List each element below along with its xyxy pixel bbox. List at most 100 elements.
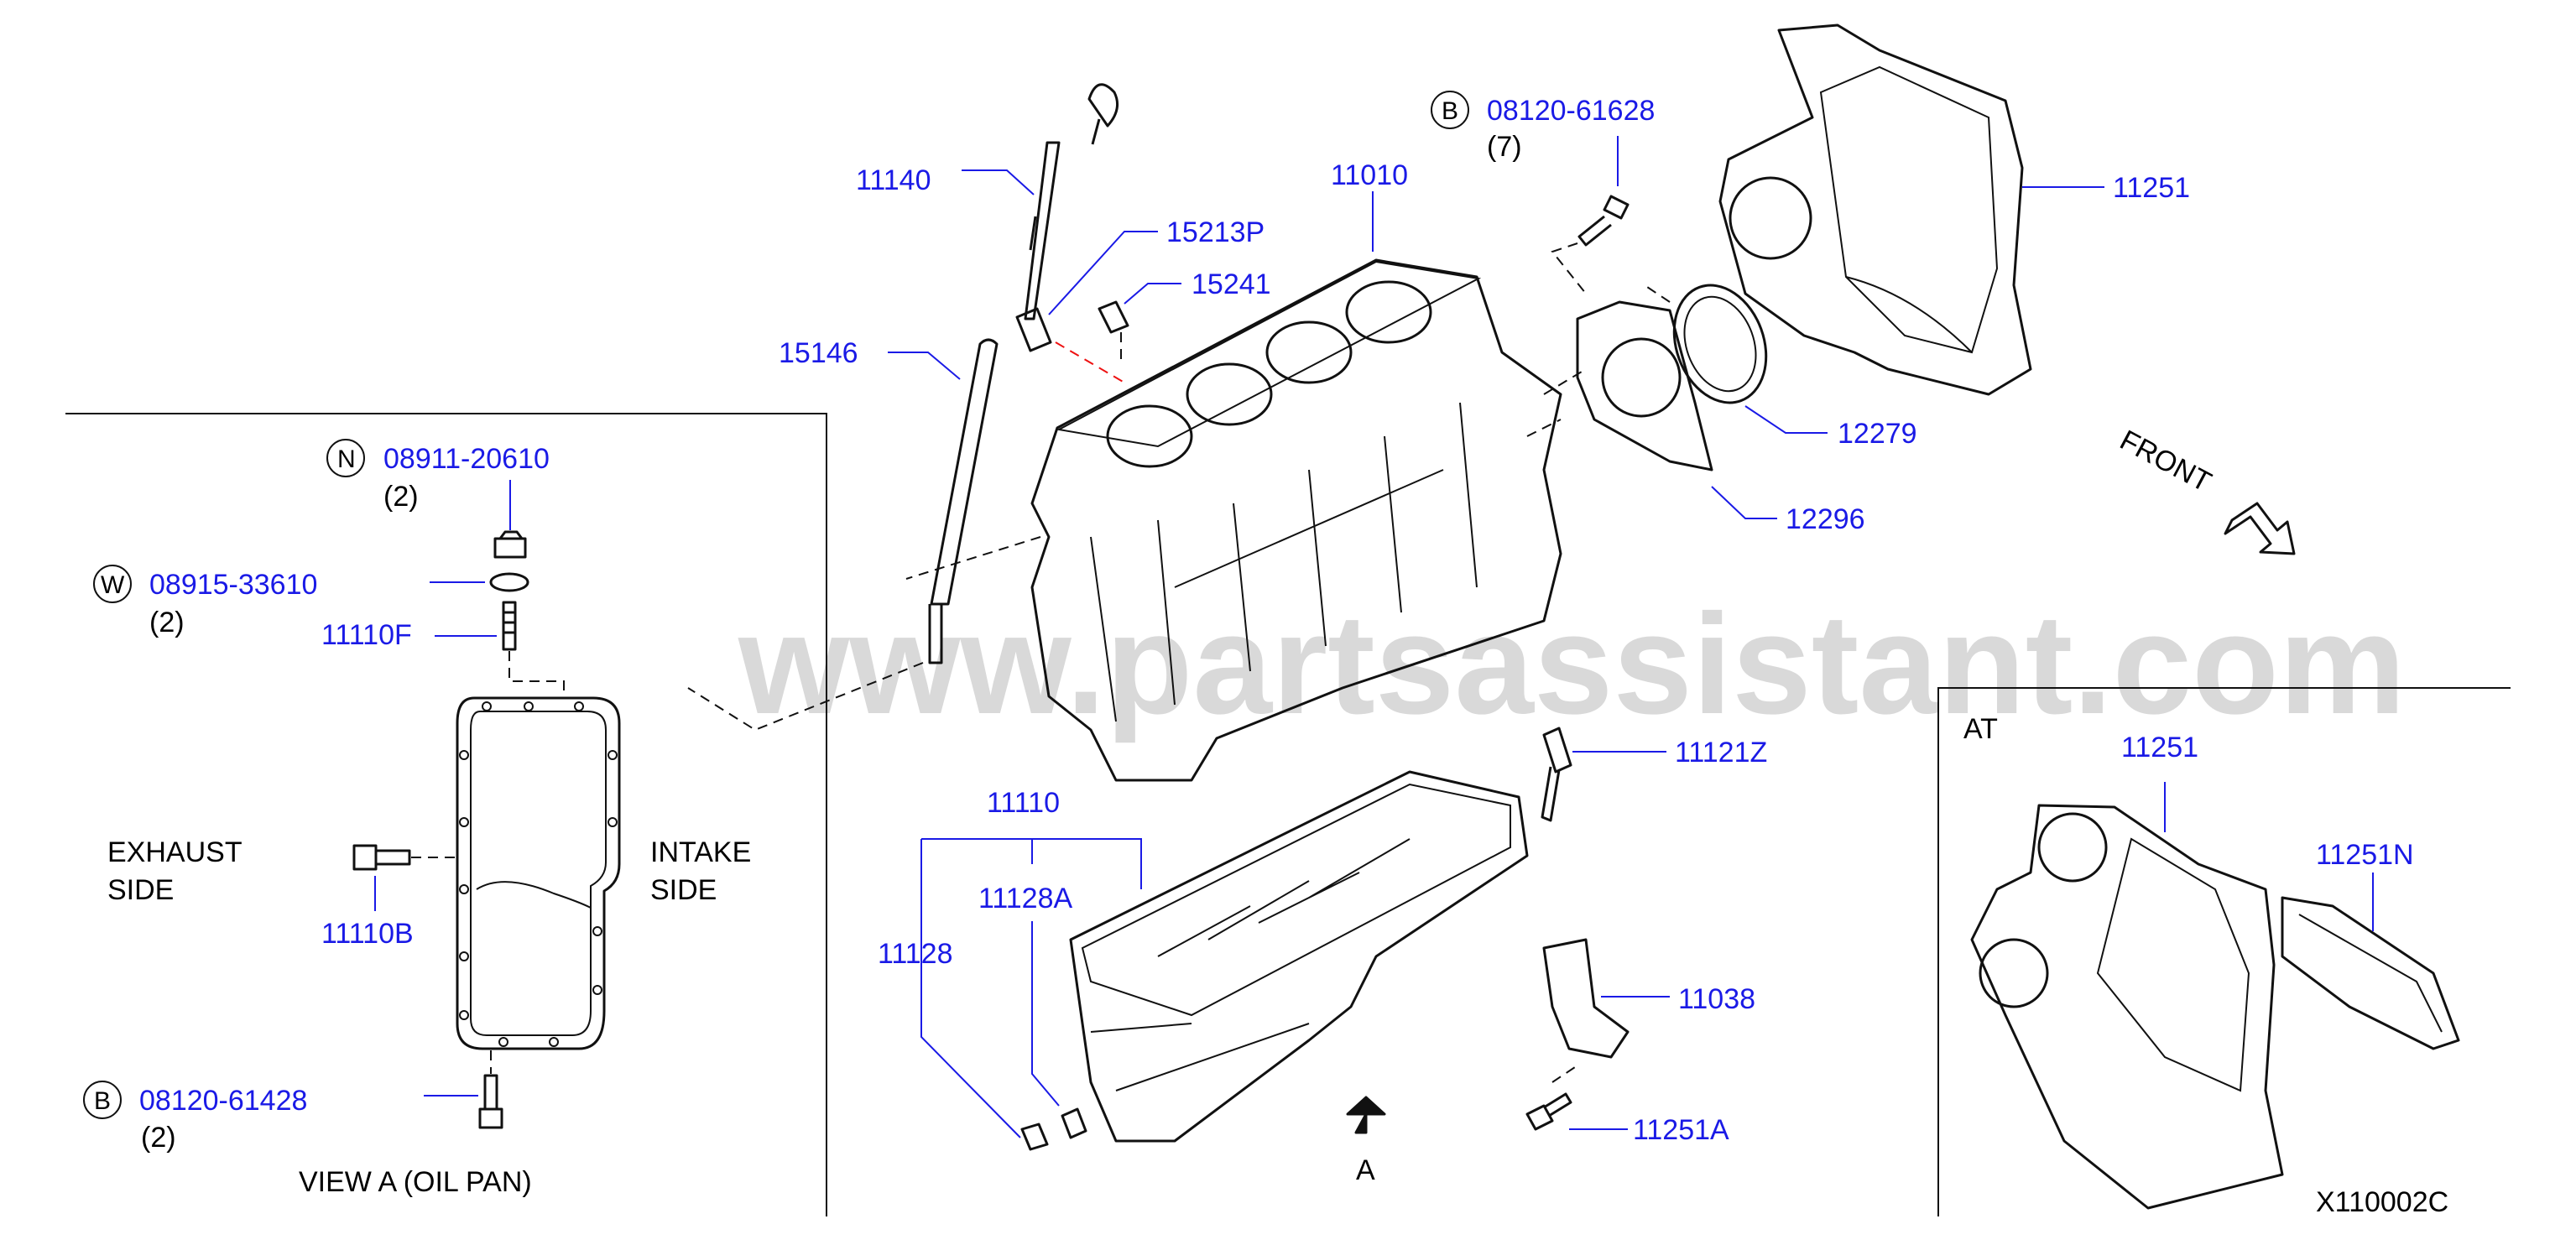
bolt-08120-61628 — [1577, 195, 1630, 247]
retainer-dash — [1543, 284, 1671, 395]
view-a-arrow-label: A — [1356, 1154, 1375, 1186]
leader-15241 — [1124, 283, 1181, 305]
rear-plate-inner — [1819, 65, 1999, 354]
label-15213P[interactable]: 15213P — [1166, 216, 1265, 248]
cylinder-block-deck — [1056, 260, 1482, 448]
label-11121Z[interactable]: 11121Z — [1675, 737, 1767, 768]
cylinder-block-outline — [1030, 258, 1562, 782]
oil-level-sensor-11121Z — [1541, 727, 1572, 822]
leader-11128A — [1031, 921, 1060, 1107]
bolt-11251A — [1525, 1092, 1572, 1131]
guide-tube — [928, 338, 999, 664]
label-at-11251N[interactable]: 11251N — [2316, 839, 2414, 871]
label-11110F[interactable]: 11110F — [321, 619, 412, 651]
label-08915-33610[interactable]: 08915-33610 — [149, 569, 317, 601]
oil-seal-inner — [1683, 295, 1757, 393]
bolt-top-dash — [1551, 242, 1587, 294]
leader-12279 — [1744, 405, 1828, 434]
label-15241[interactable]: 15241 — [1192, 268, 1271, 300]
tube-dash — [687, 662, 924, 732]
oil-pan-bolt-holes — [459, 701, 618, 1047]
n-symbol: N — [337, 445, 356, 473]
label-11128A[interactable]: 11128A — [978, 883, 1072, 914]
at-plate-hole-bottom — [1979, 938, 2049, 1008]
label-12279[interactable]: 12279 — [1838, 418, 1917, 450]
dipstick-rod — [1024, 141, 1061, 320]
dipstick-handle — [1087, 83, 1119, 145]
b-symbol-circle-inset — [83, 1081, 122, 1119]
block-side-ribs — [1090, 402, 1478, 722]
w-symbol: W — [101, 571, 125, 599]
oil-pan-baffles — [1090, 838, 1411, 1091]
at-cover-11251N — [2281, 896, 2460, 1050]
plug-15213P — [1015, 307, 1052, 352]
nut-icon — [493, 530, 527, 559]
label-15146[interactable]: 15146 — [779, 337, 858, 369]
label-at-11251[interactable]: 11251 — [2121, 732, 2198, 763]
exhaust-side-line1: EXHAUST — [107, 836, 242, 868]
leader-15213P — [1048, 231, 1158, 315]
oil-pan-gasket-outline — [456, 696, 621, 1050]
exhaust-side-line2: SIDE — [107, 874, 174, 906]
label-11251A[interactable]: 11251A — [1633, 1114, 1729, 1146]
main-assembly: 11140 15146 15213P 15241 11010 B — [687, 23, 2296, 1186]
label-11110[interactable]: 11110 — [987, 787, 1060, 819]
label-11140[interactable]: 11140 — [856, 164, 931, 196]
front-arrow-icon — [2224, 502, 2296, 555]
label-11010[interactable]: 11010 — [1331, 159, 1408, 191]
inset-frame-left — [65, 413, 827, 1216]
label-11038[interactable]: 11038 — [1678, 983, 1755, 1015]
qty-08120-61628: (7) — [1487, 131, 1522, 163]
seal-retainer-bore — [1601, 337, 1682, 418]
label-08911-20610[interactable]: 08911-20610 — [383, 443, 550, 475]
label-11251-main[interactable]: 11251 — [2113, 172, 2190, 204]
stud-dash — [508, 651, 565, 696]
label-11110B[interactable]: 11110B — [321, 918, 414, 950]
oil-seal-12279 — [1672, 284, 1768, 404]
bolt-11251A-dash — [1551, 1065, 1578, 1083]
b-symbol-inset: B — [94, 1087, 111, 1115]
oil-pan-11110 — [1069, 770, 1529, 1143]
watermark: www.partsassistant.com — [738, 585, 2406, 744]
intake-side-line1: INTAKE — [650, 836, 751, 868]
bottom-bolt-icon — [478, 1074, 503, 1129]
at-plate-hole-top — [2037, 812, 2108, 883]
at-inset-frame — [1937, 687, 2511, 1216]
label-08120-61428[interactable]: 08120-61428 — [139, 1085, 307, 1117]
label-08120-61628[interactable]: 08120-61628 — [1487, 95, 1655, 127]
side-bolt-icon — [352, 844, 411, 871]
b-symbol-main: B — [1442, 97, 1458, 125]
oil-pan-inner-flange — [470, 711, 607, 1036]
plug-dash-red — [1055, 341, 1125, 383]
intake-side-line2: SIDE — [650, 874, 717, 906]
rear-plate-hole — [1729, 176, 1812, 260]
stud-icon — [502, 601, 517, 651]
at-inset: AT 11251 11251N X110002C — [1937, 687, 2511, 1218]
w-symbol-circle — [93, 565, 132, 603]
label-12296[interactable]: 12296 — [1786, 503, 1865, 535]
oil-pan-rim — [1081, 783, 1511, 1017]
at-plate-inner — [2096, 837, 2250, 1092]
diagram-code: X110002C — [2316, 1186, 2448, 1218]
main-dash-guide — [905, 536, 1041, 580]
drain-plug-11128 — [1020, 1123, 1049, 1151]
label-11128[interactable]: 11128 — [878, 938, 953, 970]
qty-08120-61428: (2) — [141, 1122, 176, 1154]
oil-pan-view-inset: N 08911-20610 (2) W 08915-33610 (2) 1111… — [65, 413, 827, 1216]
leader-11140 — [962, 169, 1035, 195]
seal-retainer-12296 — [1576, 300, 1713, 471]
leader-11128 — [920, 982, 1021, 1138]
cylinder-bores — [1106, 280, 1432, 468]
view-a-title: VIEW A (OIL PAN) — [299, 1166, 532, 1198]
washer-icon — [489, 572, 529, 592]
n-symbol-circle — [326, 439, 365, 477]
rear-plate-11251 — [1718, 23, 2032, 396]
at-cover-inner — [2298, 914, 2443, 1033]
oil-pan-sump-line — [476, 881, 592, 909]
view-a-arrow-icon — [1346, 1096, 1386, 1134]
leader-15146 — [888, 352, 961, 380]
b-symbol-circle-main — [1431, 91, 1469, 129]
qty-08911-20610: (2) — [383, 481, 419, 513]
drain-washer-11128A — [1061, 1107, 1087, 1139]
